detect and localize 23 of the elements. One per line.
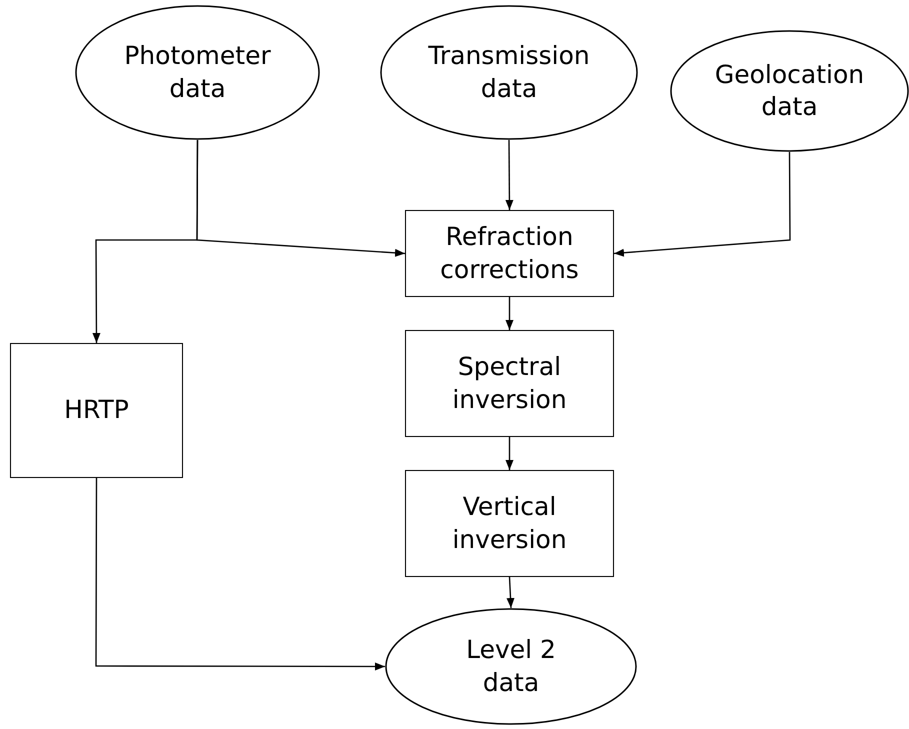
node-label: Level 2 data <box>465 634 557 698</box>
arrow <box>505 140 514 210</box>
process-box <box>405 210 614 297</box>
node-label: Geolocation data <box>714 58 866 123</box>
process-box <box>405 330 614 437</box>
arrow <box>614 152 791 257</box>
node-label: Transmission data <box>427 40 591 104</box>
process-box <box>10 343 183 478</box>
node-label: HRTP <box>64 394 129 426</box>
data-ellipse <box>380 5 638 140</box>
arrow <box>506 297 514 330</box>
process-box <box>405 470 614 577</box>
arrow <box>506 576 514 608</box>
node-label: Photometer data <box>123 40 272 104</box>
data-ellipse <box>385 608 637 725</box>
node-label: Vertical inversion <box>451 491 568 556</box>
arrow <box>506 437 514 470</box>
data-ellipse <box>75 5 320 140</box>
data-ellipse <box>670 30 909 152</box>
node-label: Spectral inversion <box>451 351 568 416</box>
arrow <box>95 478 385 670</box>
node-label: Refraction corrections <box>439 221 580 286</box>
arrow <box>92 140 198 343</box>
